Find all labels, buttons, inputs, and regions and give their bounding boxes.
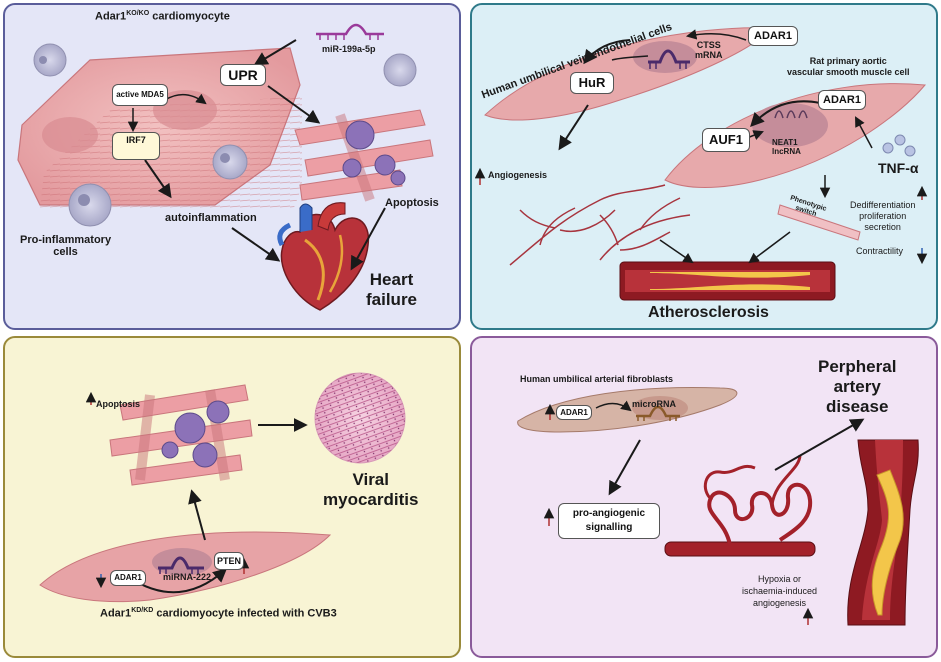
angiogenesis-label: Angiogenesis <box>488 170 548 180</box>
cell-title-suffix-p3: cardiomyocyte infected with CVB3 <box>153 607 337 620</box>
cell-title-sup-p3: KD/KD <box>131 607 154 614</box>
viral-myocarditis-outcome: Viral myocarditis <box>323 470 419 509</box>
upr-box: UPR <box>220 64 266 86</box>
apoptotic-cells-cluster-myocarditis <box>109 384 253 486</box>
apoptosis-label-p1: Apoptosis <box>385 197 439 209</box>
irf7-box: IRF7 <box>112 132 160 160</box>
microrna-hairpin-icon <box>636 405 680 421</box>
tnf-alpha-label: TNF-α <box>878 160 919 176</box>
cell-title-suffix: cardiomyocyte <box>149 10 230 23</box>
kd-cardiomyocyte-title: Adar1KD/KD cardiomyocyte infected with C… <box>100 607 337 620</box>
neat1-label: NEAT1 lncRNA <box>772 138 801 156</box>
mir-199a-label: miR-199a-5p <box>322 44 376 54</box>
pten-box: PTEN <box>214 552 244 570</box>
ctss-mrna-hairpin-icon <box>648 49 690 69</box>
contractility-label: Contractility <box>856 246 904 256</box>
adar1-box-p3: ADAR1 <box>110 570 146 586</box>
cell-title-sup: KO/KO <box>126 10 150 17</box>
rat-vsmc-label: Rat primary aortic vascular smooth muscl… <box>787 56 910 77</box>
mirna-222-label: miRNA-222 <box>163 572 212 582</box>
ko-cardiomyocyte-title: Adar1KO/KO cardiomyocyte <box>95 10 230 23</box>
tnf-alpha-molecules <box>882 134 916 157</box>
diseased-peripheral-artery <box>847 439 919 626</box>
adar1-box-p4: ADAR1 <box>556 405 592 420</box>
heart-failure-outcome: Heart failure <box>366 270 418 309</box>
hur-box: HuR <box>570 72 614 94</box>
atherosclerotic-artery <box>619 261 836 301</box>
microrna-label: microRNA <box>632 399 677 409</box>
pro-angiogenic-box: pro-angiogenic signalling <box>558 503 660 539</box>
adar1-top-box: ADAR1 <box>748 26 798 46</box>
apoptotic-cells-cluster <box>294 109 434 202</box>
autoinflammation-label: autoinflammation <box>165 212 257 224</box>
mda5-box: active MDA5 <box>112 84 168 106</box>
myocarditis-histology-image <box>314 372 406 464</box>
cell-title-prefix-p3: Adar1 <box>100 607 132 620</box>
fibroblasts-label: Human umbilical arterial fibroblasts <box>520 374 674 384</box>
huvec-cell-shape <box>484 27 771 121</box>
ctss-mrna-label: CTSS mRNA <box>695 40 723 60</box>
phenotypic-switch-cell <box>777 204 861 241</box>
angiogenesis-capillaries <box>509 184 691 266</box>
pro-inflammatory-cells <box>33 43 417 227</box>
pro-inflammatory-label: Pro-inflammatory cells <box>20 234 112 258</box>
cell-title-prefix: Adar1 <box>95 10 127 23</box>
adar1-mid-box: ADAR1 <box>818 90 866 110</box>
auf1-box: AUF1 <box>702 128 750 152</box>
mir-199a-hairpin-icon <box>316 23 384 40</box>
dedifferentiation-label: Dedifferentiation proliferation secretio… <box>850 200 916 232</box>
atherosclerosis-outcome: Atherosclerosis <box>648 304 769 321</box>
pad-outcome: Perpheral artery disease <box>818 357 897 416</box>
apoptosis-label-p3: Apoptosis <box>96 399 140 409</box>
mirna-222-hairpin-icon <box>158 556 204 574</box>
hypoxia-angiogenesis-vessels <box>664 454 816 557</box>
heart-illustration <box>277 202 370 311</box>
hypoxia-label: Hypoxia or ischaemia-induced angiogenesi… <box>742 574 818 608</box>
